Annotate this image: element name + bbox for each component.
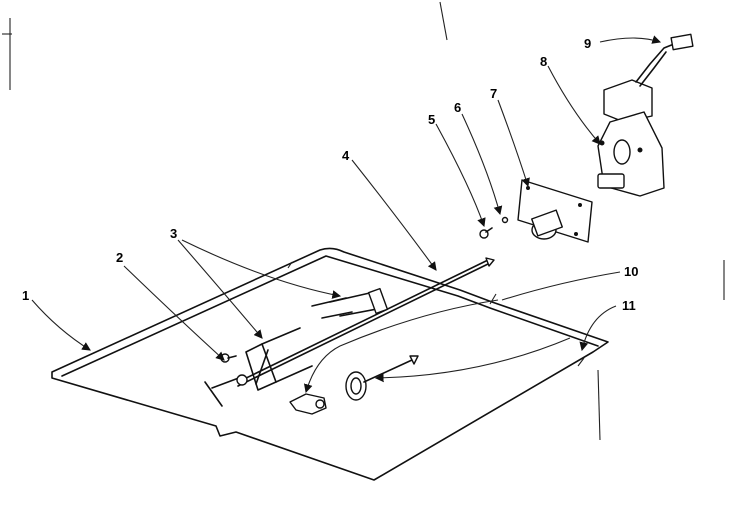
oven-rack-frame [51,247,609,481]
motor-bracket [517,179,593,243]
callout-11: 11 [622,298,636,313]
callout-1: 1 [22,288,29,303]
thumb-screw [220,353,237,363]
callout-5: 5 [428,112,435,127]
callout-3: 3 [170,226,177,241]
callout-leaders [31,35,662,441]
power-cord [635,33,694,87]
callout-7: 7 [490,86,497,101]
spit-rod [237,257,495,387]
mounting-screw [479,227,493,239]
scan-marks [2,1,725,300]
callout-9: 9 [584,36,591,51]
support-clip [289,393,327,415]
skewer-fork-lower [245,327,313,391]
rotisserie-motor [597,79,665,197]
skewer-fork-upper [311,287,389,319]
callout-2: 2 [116,250,123,265]
callout-8: 8 [540,54,547,69]
washer [501,216,509,224]
spit-handle [204,374,248,407]
callout-4: 4 [342,148,350,163]
callout-10: 10 [624,264,638,279]
callout-labels: 1 2 3 4 5 6 7 8 9 10 11 [22,36,638,313]
counterweight [345,355,419,401]
callout-6: 6 [454,100,461,115]
